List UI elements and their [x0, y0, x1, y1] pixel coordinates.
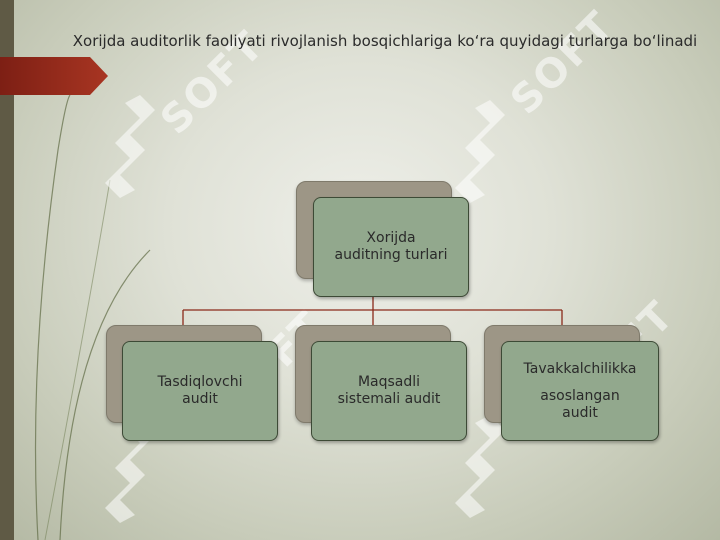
- root-node-line1: Xorijda: [366, 230, 416, 246]
- child-node-line2: audit: [182, 391, 218, 407]
- child-node-tasdiqlovchi: Tasdiqlovchi audit: [122, 341, 278, 441]
- child-node-line2: sistemali audit: [337, 391, 441, 407]
- child-node-line1: Maqsadli: [357, 374, 421, 390]
- left-accent-bar: [0, 0, 14, 540]
- child-node-tavakkalchilikka: Tavakkalchilikka asoslangan audit: [501, 341, 659, 441]
- red-arrow-tab: [0, 57, 108, 95]
- root-node: Xorijda auditning turlari: [313, 197, 469, 297]
- child-node-maqsadli: Maqsadli sistemali audit: [311, 341, 467, 441]
- child-node-line3: audit: [562, 404, 598, 421]
- child-node-line2: asoslangan: [540, 387, 620, 404]
- child-node-line1: Tasdiqlovchi: [157, 374, 243, 390]
- root-node-line2: auditning turlari: [334, 247, 448, 263]
- child-node-line1: Tavakkalchilikka: [523, 360, 637, 377]
- slide-title: Xorijda auditorlik faoliyati rivojlanish…: [72, 32, 698, 50]
